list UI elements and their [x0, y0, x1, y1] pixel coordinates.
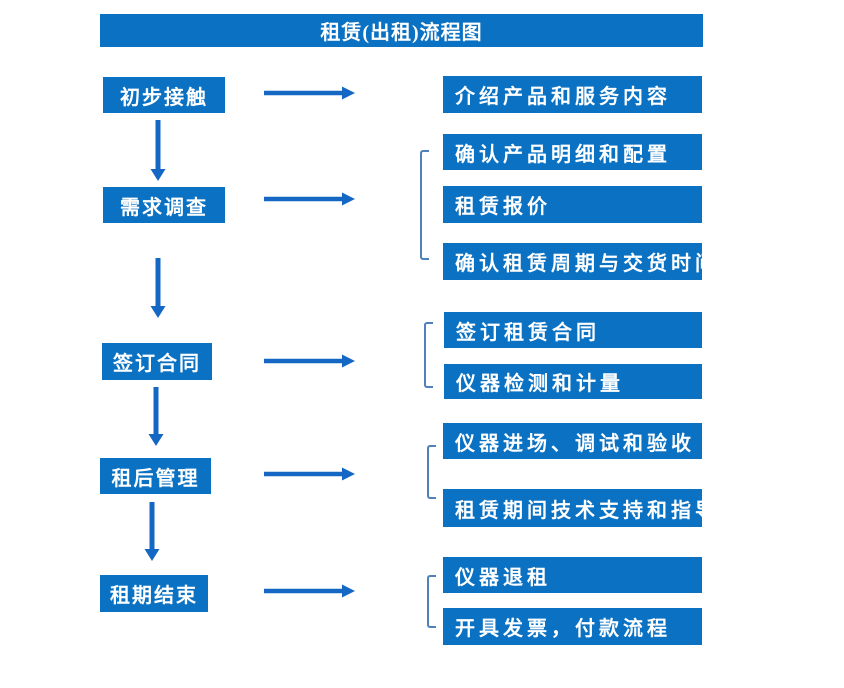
- step-box-demand-survey: 需求调查: [103, 187, 225, 223]
- detail-box-instrument-entry: 仪器进场、调试和验收: [443, 423, 702, 459]
- step-box-initial-contact: 初步接触: [103, 77, 225, 113]
- detail-box-rental-quote: 租赁报价: [443, 186, 702, 223]
- arrow-down-icon: [144, 502, 160, 561]
- arrow-right-icon: [264, 86, 355, 100]
- arrow-down-icon: [148, 387, 164, 446]
- bracket-connector: [420, 150, 429, 260]
- detail-box-introduce-products: 介绍产品和服务内容: [443, 76, 702, 113]
- arrow-right-icon: [264, 192, 355, 206]
- detail-box-sign-rental-contract: 签订租赁合同: [444, 312, 702, 348]
- detail-box-instrument-return: 仪器退租: [443, 557, 702, 593]
- bracket-connector: [427, 445, 436, 499]
- bracket-connector: [424, 322, 433, 388]
- detail-box-invoice-payment: 开具发票，付款流程: [443, 608, 702, 645]
- step-box-sign-contract: 签订合同: [102, 343, 212, 380]
- detail-box-confirm-rental-period: 确认租赁周期与交货时间: [443, 243, 715, 280]
- detail-box-technical-support: 租赁期间技术支持和指导: [443, 489, 715, 527]
- detail-box-instrument-inspection: 仪器检测和计量: [444, 364, 702, 399]
- step-box-lease-end: 租期结束: [100, 575, 208, 612]
- arrow-right-icon: [264, 467, 355, 481]
- arrow-down-icon: [150, 258, 166, 318]
- bracket-connector: [427, 575, 436, 628]
- flowchart-title: 租赁(出租)流程图: [100, 14, 703, 47]
- arrow-down-icon: [150, 120, 166, 181]
- detail-box-confirm-product-details: 确认产品明细和配置: [443, 134, 702, 170]
- arrow-right-icon: [264, 354, 355, 368]
- arrow-right-icon: [264, 584, 355, 598]
- step-box-post-rental-management: 租后管理: [100, 458, 211, 494]
